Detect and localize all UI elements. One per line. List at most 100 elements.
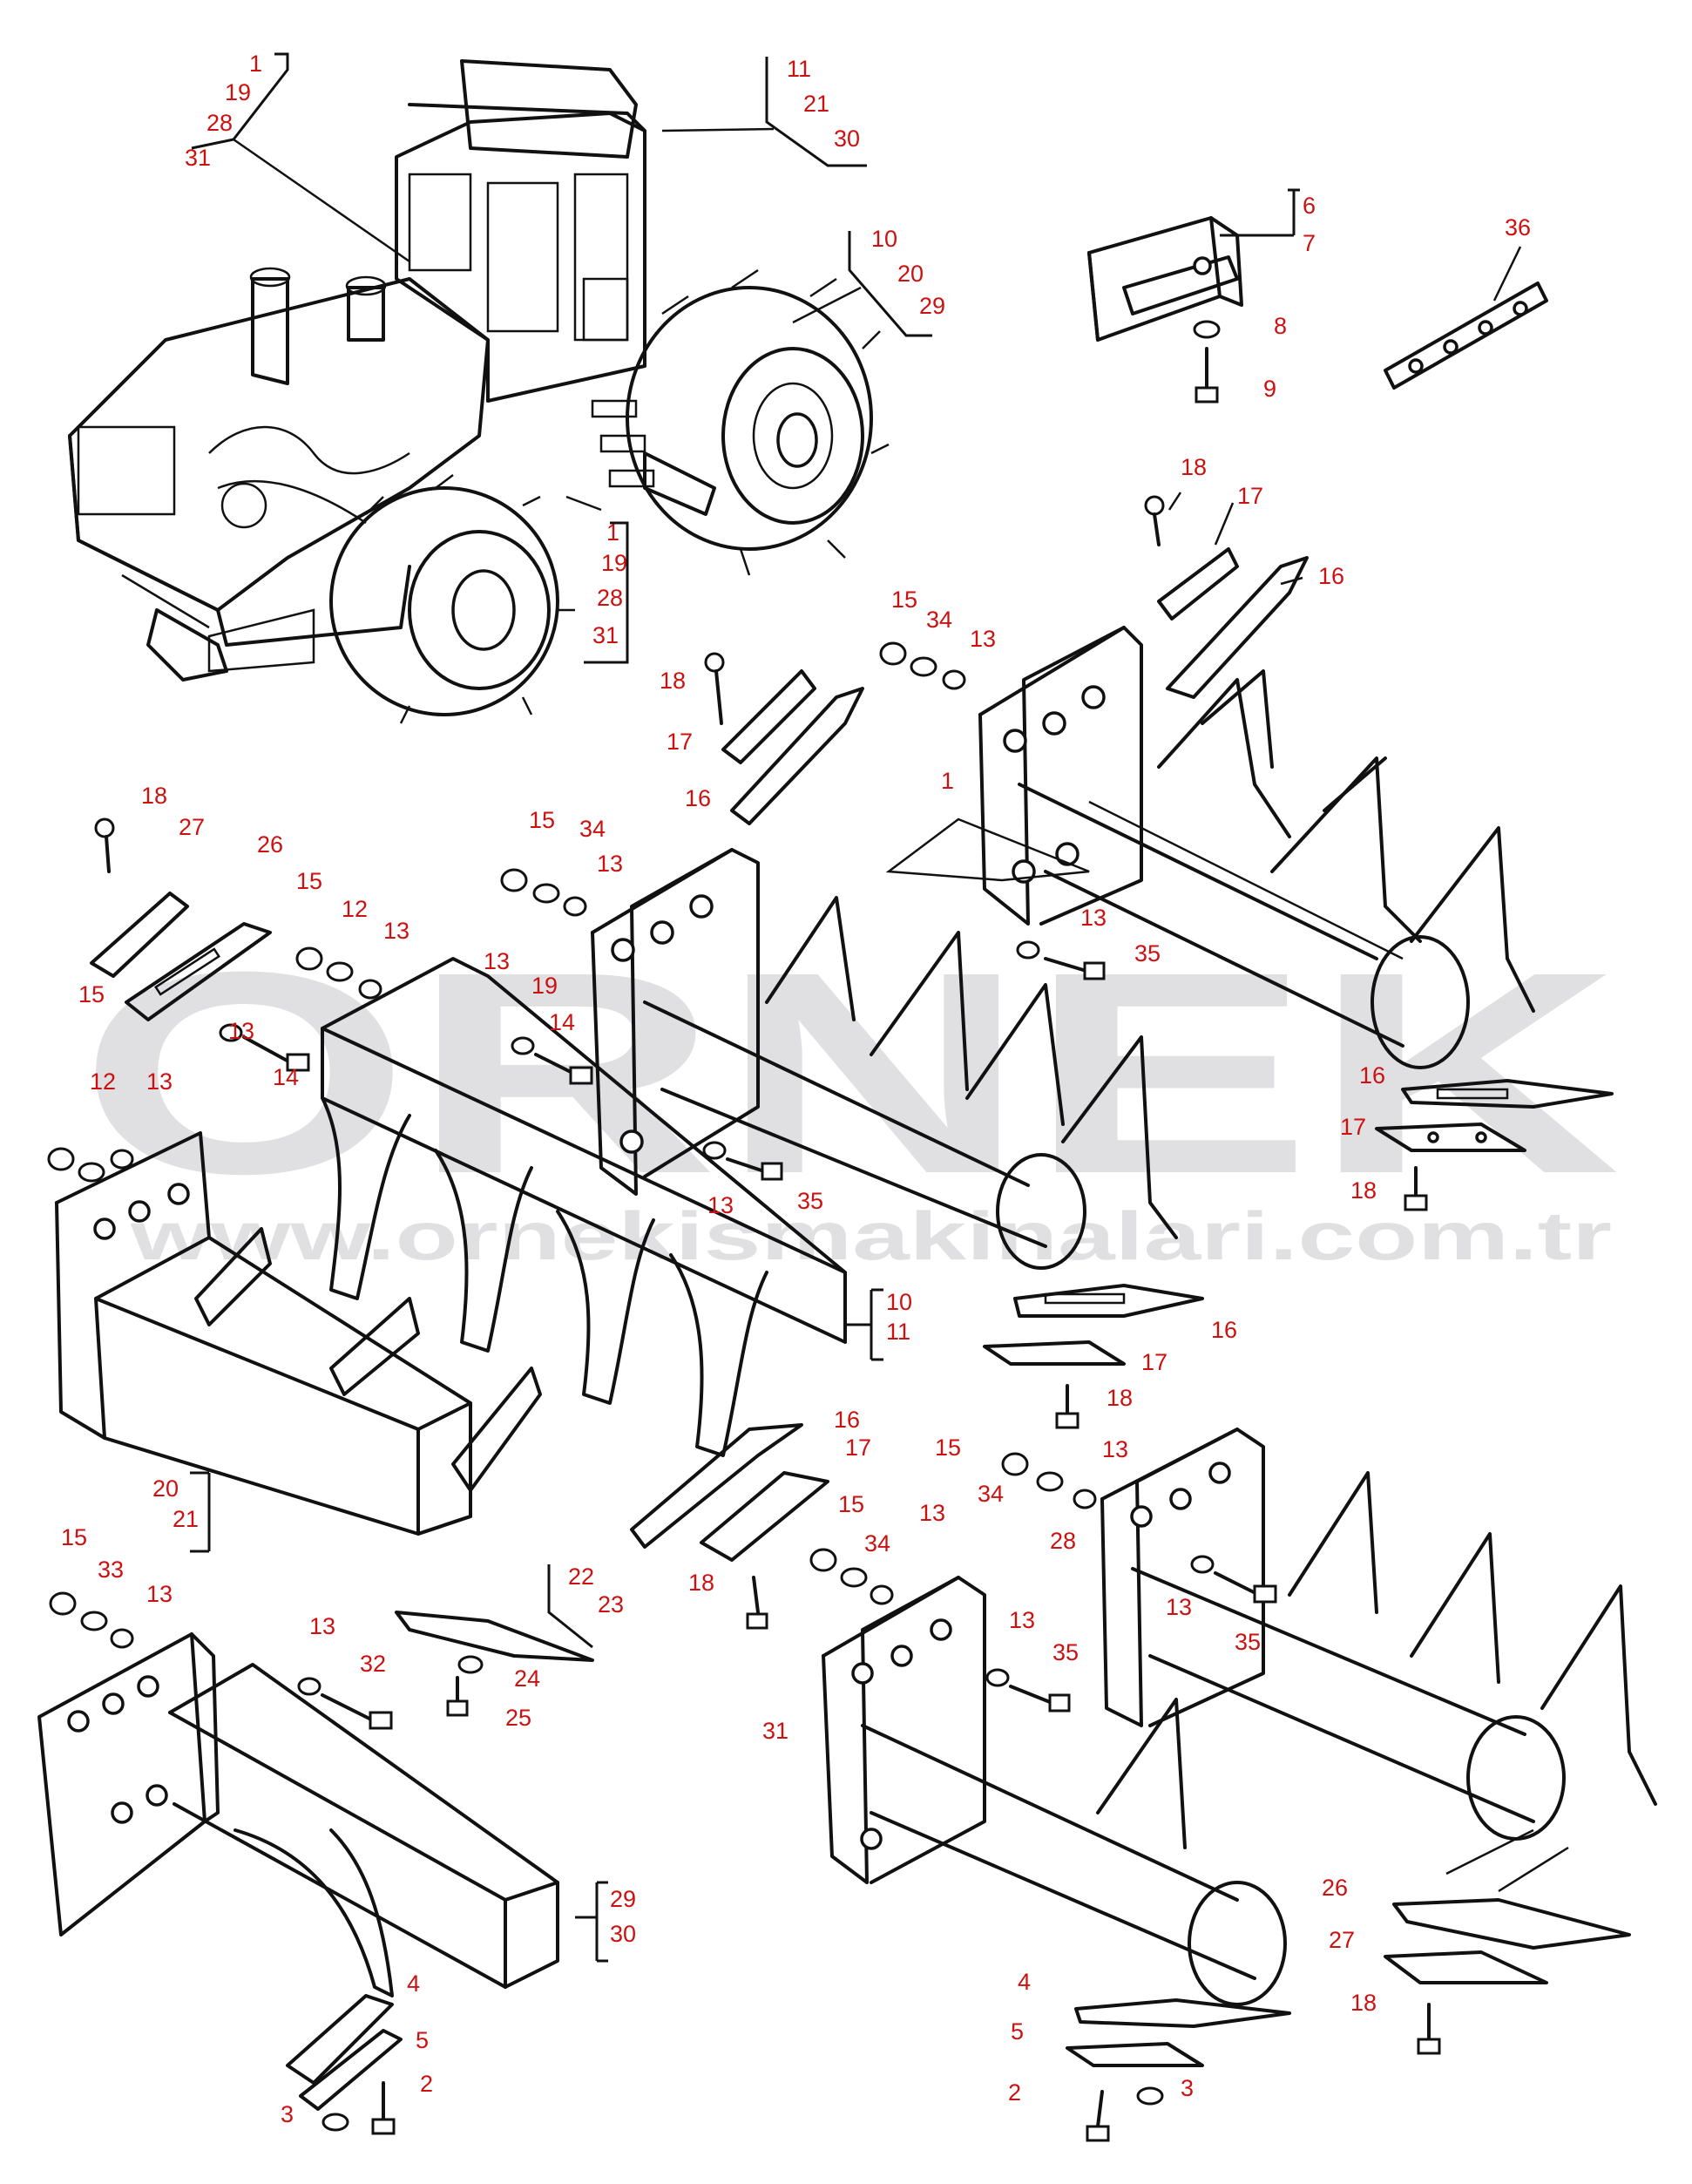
callout-34c: 34 xyxy=(978,1481,1004,1507)
callout-13h: 13 xyxy=(707,1192,734,1218)
callout-32: 32 xyxy=(360,1651,386,1677)
callout-17a: 17 xyxy=(1237,483,1263,509)
callout-16a: 16 xyxy=(1318,563,1344,589)
callout-15g: 15 xyxy=(61,1524,87,1550)
callout-16b: 16 xyxy=(685,785,711,811)
callout-30: 30 xyxy=(834,125,860,152)
callout-22: 22 xyxy=(568,1563,594,1590)
ripper-shaft-31 xyxy=(809,1548,1631,2142)
callout-13j: 13 xyxy=(919,1500,945,1526)
callout-13a: 13 xyxy=(970,626,996,652)
callout-11: 11 xyxy=(787,56,811,82)
callout-20b: 20 xyxy=(152,1475,179,1502)
callout-31b: 31 xyxy=(592,622,619,648)
callout-4b: 4 xyxy=(1018,1969,1031,1995)
callout-18d: 18 xyxy=(1350,1177,1377,1204)
callout-18c: 18 xyxy=(141,783,167,809)
callout-31: 31 xyxy=(185,145,211,171)
callout-26b: 26 xyxy=(1322,1875,1348,1901)
callout-30b: 30 xyxy=(610,1921,636,1947)
callout-5a: 5 xyxy=(416,2027,429,2053)
callout-11b: 11 xyxy=(886,1319,910,1345)
callout-2b: 2 xyxy=(1008,2079,1021,2106)
callout-15d: 15 xyxy=(78,981,105,1007)
callout-35c: 35 xyxy=(1052,1639,1079,1665)
callout-13n: 13 xyxy=(1166,1594,1192,1620)
callout-15f: 15 xyxy=(838,1491,864,1517)
callout-21b: 21 xyxy=(173,1506,199,1532)
callout-13c: 13 xyxy=(383,918,409,944)
callout-12a: 12 xyxy=(342,896,368,922)
callout-14a: 14 xyxy=(549,1009,575,1035)
callout-19: 19 xyxy=(225,79,251,105)
callout-5b: 5 xyxy=(1011,2018,1024,2045)
callout-13k: 13 xyxy=(146,1581,173,1607)
shank-part-6-7 xyxy=(1087,188,1300,404)
callout-17e: 17 xyxy=(845,1435,871,1461)
callout-12b: 12 xyxy=(90,1068,116,1095)
callout-28b: 28 xyxy=(597,585,623,611)
callout-10b: 10 xyxy=(886,1289,912,1315)
callout-1c: 1 xyxy=(941,768,954,794)
callout-33: 33 xyxy=(98,1557,124,1583)
callout-26a: 26 xyxy=(257,831,283,858)
ripper-beam-29-30 xyxy=(37,1591,608,2135)
callout-16d: 16 xyxy=(1211,1317,1237,1343)
callout-9: 9 xyxy=(1263,376,1276,402)
callout-36: 36 xyxy=(1505,214,1531,241)
callout-18g: 18 xyxy=(1350,1990,1377,2016)
callout-17d: 17 xyxy=(1141,1349,1167,1375)
callout-21: 21 xyxy=(803,91,829,117)
callout-13l: 13 xyxy=(309,1613,335,1639)
callout-2a: 2 xyxy=(420,2071,433,2097)
callout-35a: 35 xyxy=(1134,940,1161,967)
callout-10: 10 xyxy=(871,226,897,252)
callout-4a: 4 xyxy=(407,1970,420,1997)
callout-13b: 13 xyxy=(597,851,623,877)
callout-14b: 14 xyxy=(273,1064,299,1090)
callout-28: 28 xyxy=(206,110,233,136)
callout-34b: 34 xyxy=(579,816,606,842)
callout-17b: 17 xyxy=(667,729,693,755)
callout-19b: 19 xyxy=(601,550,627,576)
callout-29: 29 xyxy=(919,293,945,319)
callout-27a: 27 xyxy=(179,814,205,840)
callout-labels: 1 19 28 31 11 21 30 10 20 29 1 19 28 31 … xyxy=(61,51,1531,2127)
callout-25: 25 xyxy=(505,1705,531,1731)
callout-15a: 15 xyxy=(891,587,917,613)
watermark: ORNEK www.ornekismakinalari.com.tr xyxy=(78,912,1621,1274)
ripper-beam-20-21 xyxy=(47,817,883,1717)
callout-8: 8 xyxy=(1274,313,1287,339)
callout-29b: 29 xyxy=(610,1886,636,1912)
ripper-shaft-19 xyxy=(500,652,1204,1429)
callout-7: 7 xyxy=(1303,230,1316,256)
callout-brackets xyxy=(191,52,932,664)
callout-34d: 34 xyxy=(864,1530,890,1557)
callout-6: 6 xyxy=(1303,193,1316,219)
ripper-shaft-28 xyxy=(1001,1428,1657,1841)
callout-23: 23 xyxy=(598,1591,624,1618)
callout-15b: 15 xyxy=(529,807,555,833)
callout-15e: 15 xyxy=(935,1435,961,1461)
callout-13i: 13 xyxy=(1102,1436,1128,1462)
callout-13e: 13 xyxy=(228,1018,254,1044)
watermark-url: www.ornekismakinalari.com.tr xyxy=(129,1197,1612,1274)
callout-19c: 19 xyxy=(531,973,558,999)
callout-15c: 15 xyxy=(296,868,322,894)
callout-16e: 16 xyxy=(834,1407,860,1433)
callout-35b: 35 xyxy=(797,1188,823,1214)
callout-34a: 34 xyxy=(926,607,952,633)
callout-3a: 3 xyxy=(281,2101,294,2127)
callout-31c: 31 xyxy=(762,1718,788,1744)
callout-13d: 13 xyxy=(1080,905,1107,931)
machine-overview xyxy=(68,59,890,724)
callout-27b: 27 xyxy=(1329,1927,1355,1953)
callout-24: 24 xyxy=(514,1665,540,1692)
callout-13f: 13 xyxy=(484,948,510,974)
callout-13m: 13 xyxy=(1009,1607,1035,1633)
callout-13g: 13 xyxy=(146,1068,173,1095)
callout-17c: 17 xyxy=(1340,1114,1366,1140)
callout-28c: 28 xyxy=(1050,1528,1076,1554)
callout-1b: 1 xyxy=(606,519,619,546)
